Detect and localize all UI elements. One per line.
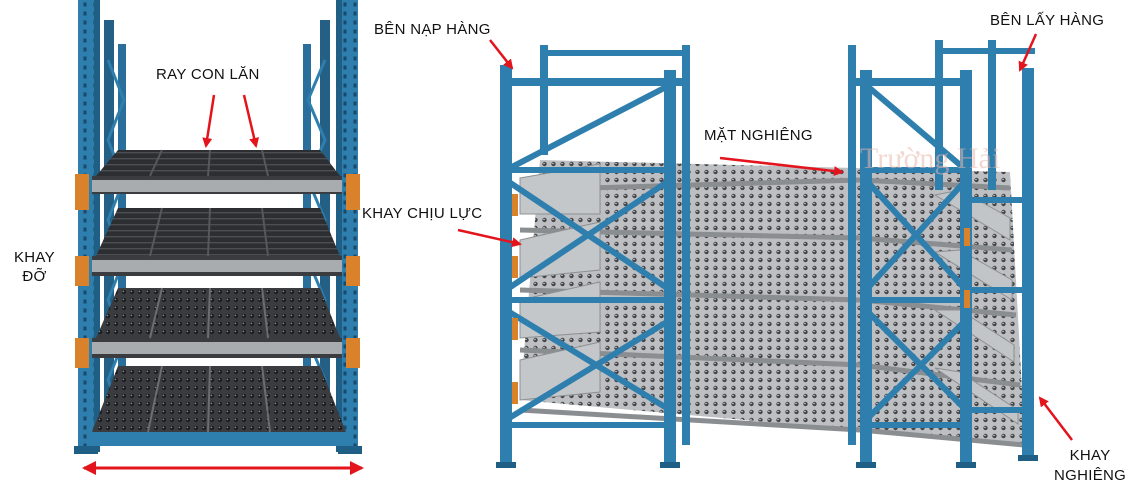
left-rack-level-3 xyxy=(92,288,342,358)
right-rack xyxy=(496,40,1038,468)
watermark-text: Trường Hải xyxy=(860,142,1000,175)
label-khay-do: KHAY ĐỠ xyxy=(14,248,55,286)
label-khay-do-line1: KHAY xyxy=(14,248,55,267)
left-rack-level-4 xyxy=(88,366,350,446)
left-rack-level-2 xyxy=(92,208,342,276)
label-khay-nghieng-line1: KHAY xyxy=(1054,446,1126,466)
label-khay-chiu-luc: KHAY CHỊU LỰC xyxy=(362,205,482,222)
label-khay-do-line2: ĐỠ xyxy=(14,267,55,286)
arrow-ben-nap-hang xyxy=(490,40,512,68)
label-mat-nghieng: MẶT NGHIÊNG xyxy=(704,127,813,144)
arrow-ray-con-lan-left xyxy=(206,95,214,146)
watermark-logo: Trường Hải xyxy=(860,142,1000,176)
right-rack-feet xyxy=(496,455,1038,468)
arrow-ray-con-lan-right xyxy=(244,95,256,146)
left-rack-level-1 xyxy=(92,150,342,194)
arrow-khay-nghieng xyxy=(1040,398,1072,440)
left-rack-front-upright-right xyxy=(342,0,358,452)
label-khay-nghieng: KHAY NGHIÊNG xyxy=(1054,446,1126,486)
label-khay-nghieng-line2: NGHIÊNG xyxy=(1054,466,1126,486)
label-ray-con-lan: RAY CON LĂN xyxy=(156,66,260,83)
label-ben-nap-hang: BÊN NẠP HÀNG xyxy=(374,21,491,38)
label-ben-lay-hang: BÊN LẤY HÀNG xyxy=(990,12,1104,29)
left-rack-front-upright-left xyxy=(78,0,94,452)
